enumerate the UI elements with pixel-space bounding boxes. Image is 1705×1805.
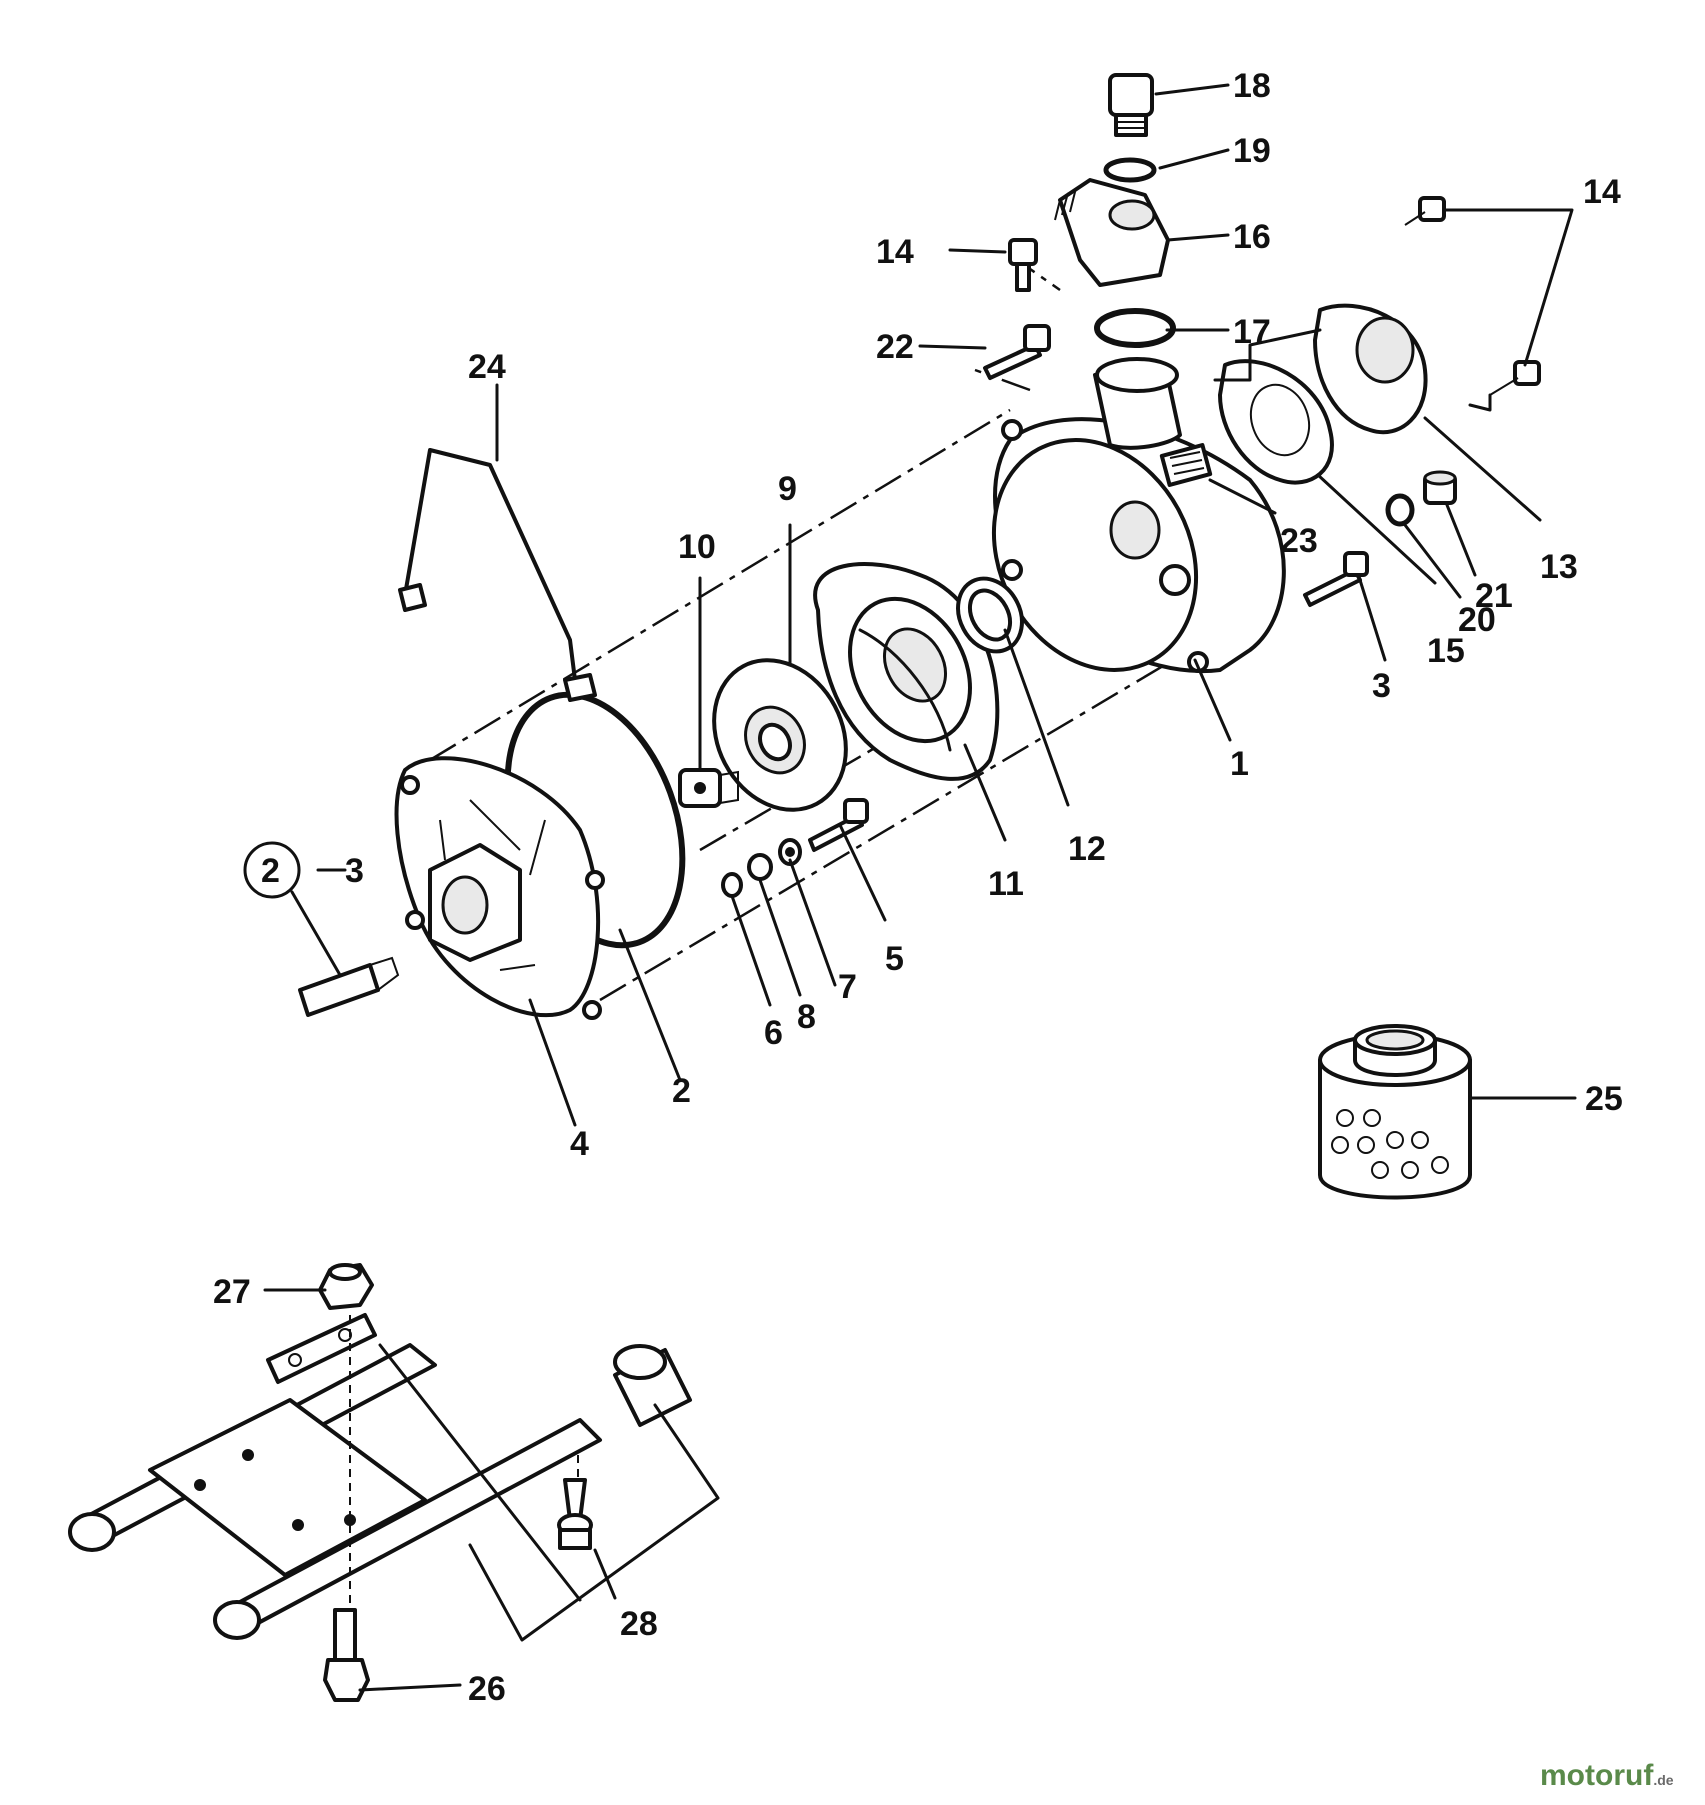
- callout-1: 1: [1230, 745, 1249, 783]
- callout-14-left: 14: [876, 233, 914, 271]
- drain-plug-21: [1423, 470, 1457, 505]
- callout-19: 19: [1233, 132, 1271, 170]
- callout-15: 15: [1427, 632, 1465, 670]
- callout-6: 6: [764, 1014, 783, 1052]
- wear-plate: [712, 658, 848, 812]
- priming-plug: [1108, 73, 1154, 137]
- callout-3-right: 3: [1372, 667, 1391, 705]
- flange-nut: [318, 1263, 374, 1310]
- callout-11: 11: [988, 865, 1024, 903]
- circled-callout-ring: [243, 841, 301, 899]
- pump-housing: [991, 357, 1286, 674]
- elbow-gasket: [1094, 308, 1176, 348]
- watermark-logo: motoruf.de: [1540, 1759, 1674, 1792]
- callout-10: 10: [678, 528, 716, 566]
- callout-25: 25: [1585, 1080, 1623, 1118]
- svg-text:motoruf.de: motoruf.de: [1540, 1759, 1674, 1792]
- washer-20: [1385, 493, 1415, 527]
- front-cover: [394, 756, 605, 1020]
- base-frame: [68, 1343, 602, 1640]
- outlet-elbow: [1054, 178, 1170, 287]
- stud-bolt: [298, 956, 400, 1017]
- rubber-mount-28: [557, 1478, 593, 1550]
- callout-5: 5: [885, 940, 904, 978]
- callout-7: 7: [838, 968, 857, 1006]
- callout-14-right: 14: [1583, 173, 1621, 211]
- callout-20: 20: [1458, 601, 1496, 639]
- callout-4: 4: [570, 1125, 589, 1163]
- callout-27: 27: [213, 1273, 251, 1311]
- callout-26: 26: [468, 1670, 506, 1708]
- rubber-sleeve: [613, 1344, 692, 1427]
- callout-21: 21: [1475, 577, 1513, 615]
- callout-2-circled: 2: [261, 852, 280, 890]
- callout-labels: 1 2 2 3 3 4 5 6 7 8 9 10 11 12 13 14 14 …: [213, 67, 1623, 1708]
- bracket-rod: [398, 448, 597, 702]
- mount-bolt-26: [323, 1608, 370, 1702]
- callout-16: 16: [1233, 218, 1271, 256]
- strainer: [1318, 1024, 1472, 1200]
- callout-17: 17: [1233, 313, 1271, 351]
- callout-23: 23: [1280, 522, 1318, 560]
- callout-8: 8: [797, 998, 816, 1036]
- small-hardware: [721, 798, 869, 898]
- mounting-plate: [266, 1313, 377, 1384]
- bolt-14-bottom: [1489, 360, 1541, 396]
- leader-lines: [263, 83, 1577, 1692]
- plug-gasket: [1103, 157, 1157, 183]
- callout-22: 22: [876, 328, 914, 366]
- callout-9: 9: [778, 470, 797, 508]
- bearing-plate: [1218, 359, 1334, 485]
- bolt-14-top: [1404, 196, 1446, 226]
- callout-24: 24: [468, 348, 506, 386]
- drain-plug: [678, 768, 739, 808]
- bolt-14-left: [1008, 238, 1038, 292]
- callout-2: 2: [672, 1072, 691, 1110]
- impeller-volute: [813, 562, 1000, 781]
- callout-3-left: 3: [345, 852, 364, 890]
- bolt-22: [983, 324, 1051, 380]
- callout-13: 13: [1540, 548, 1578, 586]
- callout-28: 28: [620, 1605, 658, 1643]
- callout-18: 18: [1233, 67, 1271, 105]
- rear-cover: [1313, 303, 1428, 435]
- callout-12: 12: [1068, 830, 1106, 868]
- housing-bolt: [1303, 551, 1369, 607]
